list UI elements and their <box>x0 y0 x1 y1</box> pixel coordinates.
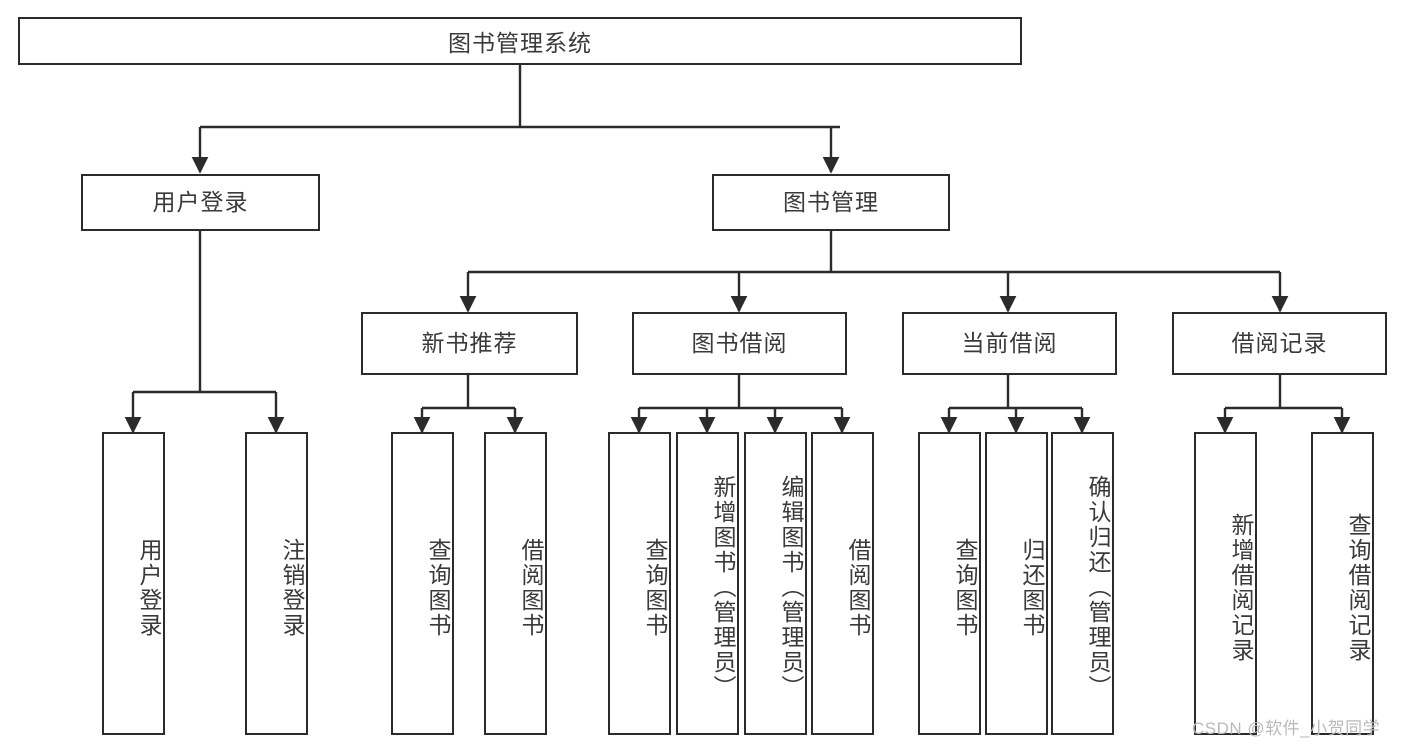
leaf-borrow-add-book-admin[interactable]: 新增图书（管理员） <box>676 432 739 735</box>
node-root-system[interactable]: 图书管理系统 <box>18 17 1022 65</box>
node-new-book-recommend[interactable]: 新书推荐 <box>361 312 578 375</box>
node-book-management[interactable]: 图书管理 <box>712 174 950 231</box>
node-current-borrow[interactable]: 当前借阅 <box>902 312 1117 375</box>
leaf-records-add-record[interactable]: 新增借阅记录 <box>1194 432 1257 735</box>
node-user-login[interactable]: 用户登录 <box>81 174 320 231</box>
watermark-text: CSDN @软件_小贺同学 <box>1192 719 1381 738</box>
leaf-user-login-login[interactable]: 用户登录 <box>102 432 165 735</box>
leaf-current-return-book[interactable]: 归还图书 <box>985 432 1048 735</box>
node-book-borrow[interactable]: 图书借阅 <box>632 312 847 375</box>
leaf-borrow-borrow-book[interactable]: 借阅图书 <box>811 432 874 735</box>
leaf-borrow-edit-book-admin[interactable]: 编辑图书（管理员） <box>744 432 807 735</box>
node-borrow-records[interactable]: 借阅记录 <box>1172 312 1387 375</box>
leaf-new-book-query[interactable]: 查询图书 <box>391 432 454 735</box>
leaf-user-login-logout[interactable]: 注销登录 <box>245 432 308 735</box>
leaf-borrow-query-book[interactable]: 查询图书 <box>608 432 671 735</box>
leaf-current-confirm-return-admin[interactable]: 确认归还（管理员） <box>1051 432 1114 735</box>
leaf-records-query-record[interactable]: 查询借阅记录 <box>1311 432 1374 735</box>
leaf-current-query-book[interactable]: 查询图书 <box>918 432 981 735</box>
leaf-new-book-borrow[interactable]: 借阅图书 <box>484 432 547 735</box>
